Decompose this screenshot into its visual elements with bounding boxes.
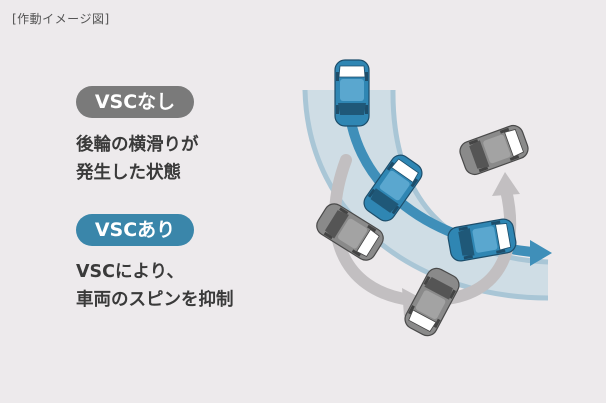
vsc-off-description-line2: 発生した状態 bbox=[76, 163, 181, 183]
spinning-car-3-icon bbox=[456, 122, 532, 178]
vsc-off-badge: VSCなし bbox=[76, 86, 194, 118]
vsc-on-badge: VSCあり bbox=[76, 214, 194, 246]
figure-caption: [作動イメージ図] bbox=[12, 12, 110, 26]
spin-path-arrow-icon bbox=[329, 154, 416, 306]
vsc-car-1-icon bbox=[334, 59, 370, 127]
road-inner-edge-icon bbox=[390, 89, 549, 265]
vsc-on-description-line2: 車両のスピンを抑制 bbox=[76, 290, 234, 310]
vsc-off-description-line1: 後輪の横滑りが bbox=[76, 135, 199, 155]
vsc-on-description-line1: VSCにより、 bbox=[76, 262, 184, 282]
road-band-icon bbox=[305, 90, 548, 298]
